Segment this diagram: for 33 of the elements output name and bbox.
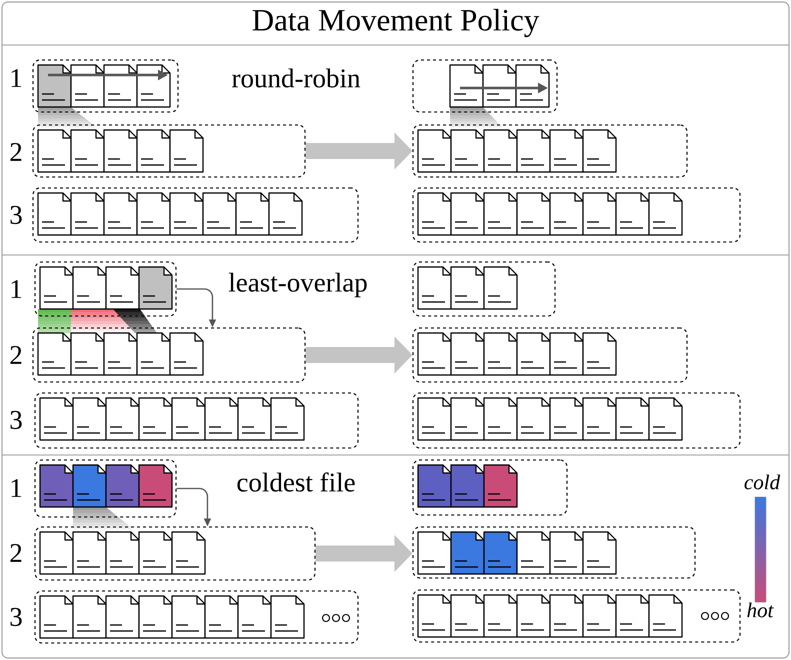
level-number: 2: [10, 143, 22, 161]
level-box: [412, 187, 741, 243]
level-box: [412, 526, 696, 579]
level-box: [34, 261, 177, 317]
scale-label: hot: [747, 602, 774, 618]
level-box: [412, 589, 741, 643]
level-box: [32, 187, 359, 243]
level-box: [34, 590, 359, 644]
level-box: [32, 327, 306, 383]
level-box: [32, 59, 179, 113]
level-number: 1: [12, 280, 22, 298]
level-number: 2: [10, 346, 22, 364]
level-number: 1: [12, 479, 22, 497]
policy-name: coldest file: [237, 472, 355, 492]
level-box: [412, 459, 568, 516]
level-box: [412, 327, 688, 383]
level-number: 3: [10, 206, 22, 224]
level-box: [32, 124, 306, 178]
level-box: [412, 392, 741, 449]
level-number: 3: [10, 410, 22, 430]
level-box: [412, 124, 688, 178]
policy-name: round-robin: [232, 68, 360, 88]
scale-label: cold: [744, 474, 780, 490]
level-number: 3: [10, 608, 22, 626]
level-box: [412, 261, 556, 317]
level-box: [34, 459, 177, 518]
level-number: 2: [10, 544, 22, 562]
level-box: [34, 526, 316, 581]
level-box: [412, 59, 558, 113]
level-number: 1: [12, 69, 22, 87]
title: Data Movement Policy: [252, 8, 540, 38]
level-box: [34, 392, 359, 449]
policy-name: least-overlap: [228, 272, 367, 298]
